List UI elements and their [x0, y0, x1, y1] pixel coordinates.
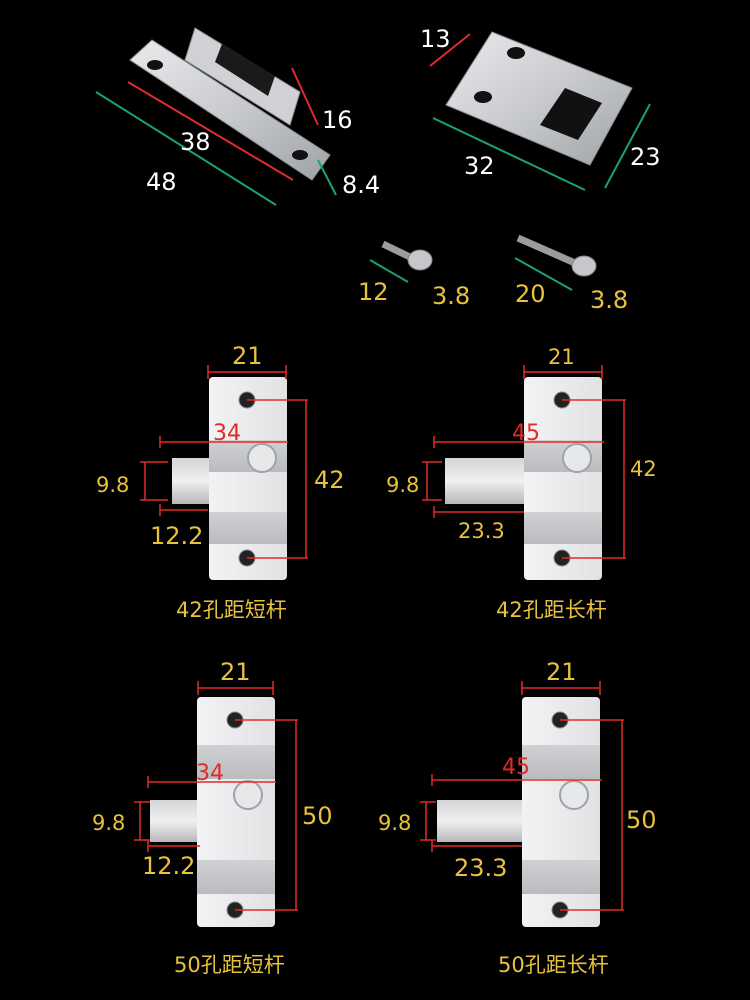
screw-short: 12 3.8: [358, 240, 470, 310]
strike-plate-bent: 38 48 16 8.4: [95, 27, 380, 206]
latch-band-top: [197, 745, 275, 779]
latch-knob: [247, 443, 277, 473]
dim-line-16: [291, 67, 319, 126]
dim-label-width: 21: [548, 345, 575, 369]
latch-band-bottom: [524, 512, 602, 544]
dim-label-width: 21: [220, 658, 251, 686]
screw-short-shank: [381, 240, 414, 262]
dim-label-23: 23: [630, 143, 661, 171]
dim-line-13: [429, 33, 471, 67]
latch-caption: 50孔距短杆: [174, 953, 285, 977]
dim-line-screw-long-length: [514, 257, 573, 291]
dim-label-13: 13: [420, 25, 451, 53]
latch-band-bottom: [209, 512, 287, 544]
latch-knob: [559, 780, 589, 810]
dim-label-48: 48: [146, 168, 177, 196]
bent-plate-slot: [215, 44, 275, 96]
dim-label-16: 16: [322, 106, 353, 134]
dim-line-48: [95, 91, 277, 206]
latch-knob: [562, 443, 592, 473]
dim-label-height: 42: [630, 457, 657, 481]
dim-line-screw-short-length: [369, 259, 409, 283]
latch-band-bottom: [197, 860, 275, 894]
latch-rod: [150, 800, 202, 842]
dim-label-rod-dia: 9.8: [378, 811, 411, 835]
screw-long-shank: [516, 234, 577, 267]
dim-label-rod-total: 34: [196, 761, 224, 786]
screw-short-head: [407, 249, 433, 271]
dim-label-rod-dia: 9.8: [386, 473, 419, 497]
bent-plate-hole-right: [292, 150, 308, 160]
latch-caption: 42孔距长杆: [496, 598, 607, 622]
flat-plate-hole-top: [507, 47, 525, 59]
bent-plate-hole-left: [147, 60, 163, 70]
dim-label-width: 21: [232, 342, 263, 370]
latch-caption: 42孔距短杆: [176, 598, 287, 622]
dim-label-height: 42: [314, 466, 345, 494]
dim-label-rod-ext: 23.3: [454, 854, 507, 882]
latch-42-long: 21 45 42 9.8 23.3 42孔距长杆: [386, 345, 657, 622]
dim-line-38: [127, 81, 294, 181]
dim-label-rod-dia: 9.8: [92, 811, 125, 835]
latch-rod: [172, 458, 212, 504]
latch-knob: [233, 780, 263, 810]
latch-band-top: [522, 745, 600, 779]
dim-label-rod-dia: 9.8: [96, 473, 129, 497]
screw-long: 20 3.8: [514, 234, 628, 314]
screw-long-head: [571, 255, 597, 277]
dim-label-screw-short-diameter: 3.8: [432, 282, 470, 310]
latch-band-bottom: [522, 860, 600, 894]
flat-plate-slot: [540, 88, 602, 140]
latch-50-long: 21 45 50 9.8 23.3 50孔距长杆: [378, 658, 657, 977]
flat-plate-hole-bottom: [474, 91, 492, 103]
dim-label-8-4: 8.4: [342, 171, 380, 199]
flat-plate-body: [445, 31, 633, 166]
dim-line-8-4: [317, 159, 337, 196]
dim-label-32: 32: [464, 152, 495, 180]
dim-label-height: 50: [626, 806, 657, 834]
latch-rod: [445, 458, 529, 504]
strike-plate-flat: 13 32 23: [420, 25, 661, 191]
dim-label-screw-long-diameter: 3.8: [590, 286, 628, 314]
latch-caption: 50孔距长杆: [498, 953, 609, 977]
dim-line-32: [432, 117, 586, 191]
latch-50-short: 21 34 50 9.8 12.2 50孔距短杆: [92, 658, 333, 977]
latch-42-short: 21 34 42 9.8 12.2 42孔距短杆: [96, 342, 345, 622]
dim-label-screw-short-length: 12: [358, 278, 389, 306]
dim-label-38: 38: [180, 128, 211, 156]
bent-plate-body: [129, 39, 331, 181]
dim-line-23: [604, 103, 651, 189]
dim-label-rod-total: 45: [502, 755, 530, 780]
dim-label-rod-ext: 12.2: [142, 852, 195, 880]
dim-label-width: 21: [546, 658, 577, 686]
dim-label-rod-total: 45: [512, 421, 540, 446]
dim-label-height: 50: [302, 802, 333, 830]
dim-label-screw-long-length: 20: [515, 280, 546, 308]
dim-label-rod-ext: 12.2: [150, 522, 203, 550]
latch-rod: [437, 800, 527, 842]
dim-label-rod-ext: 23.3: [458, 519, 505, 543]
dim-label-rod-total: 34: [213, 421, 241, 446]
